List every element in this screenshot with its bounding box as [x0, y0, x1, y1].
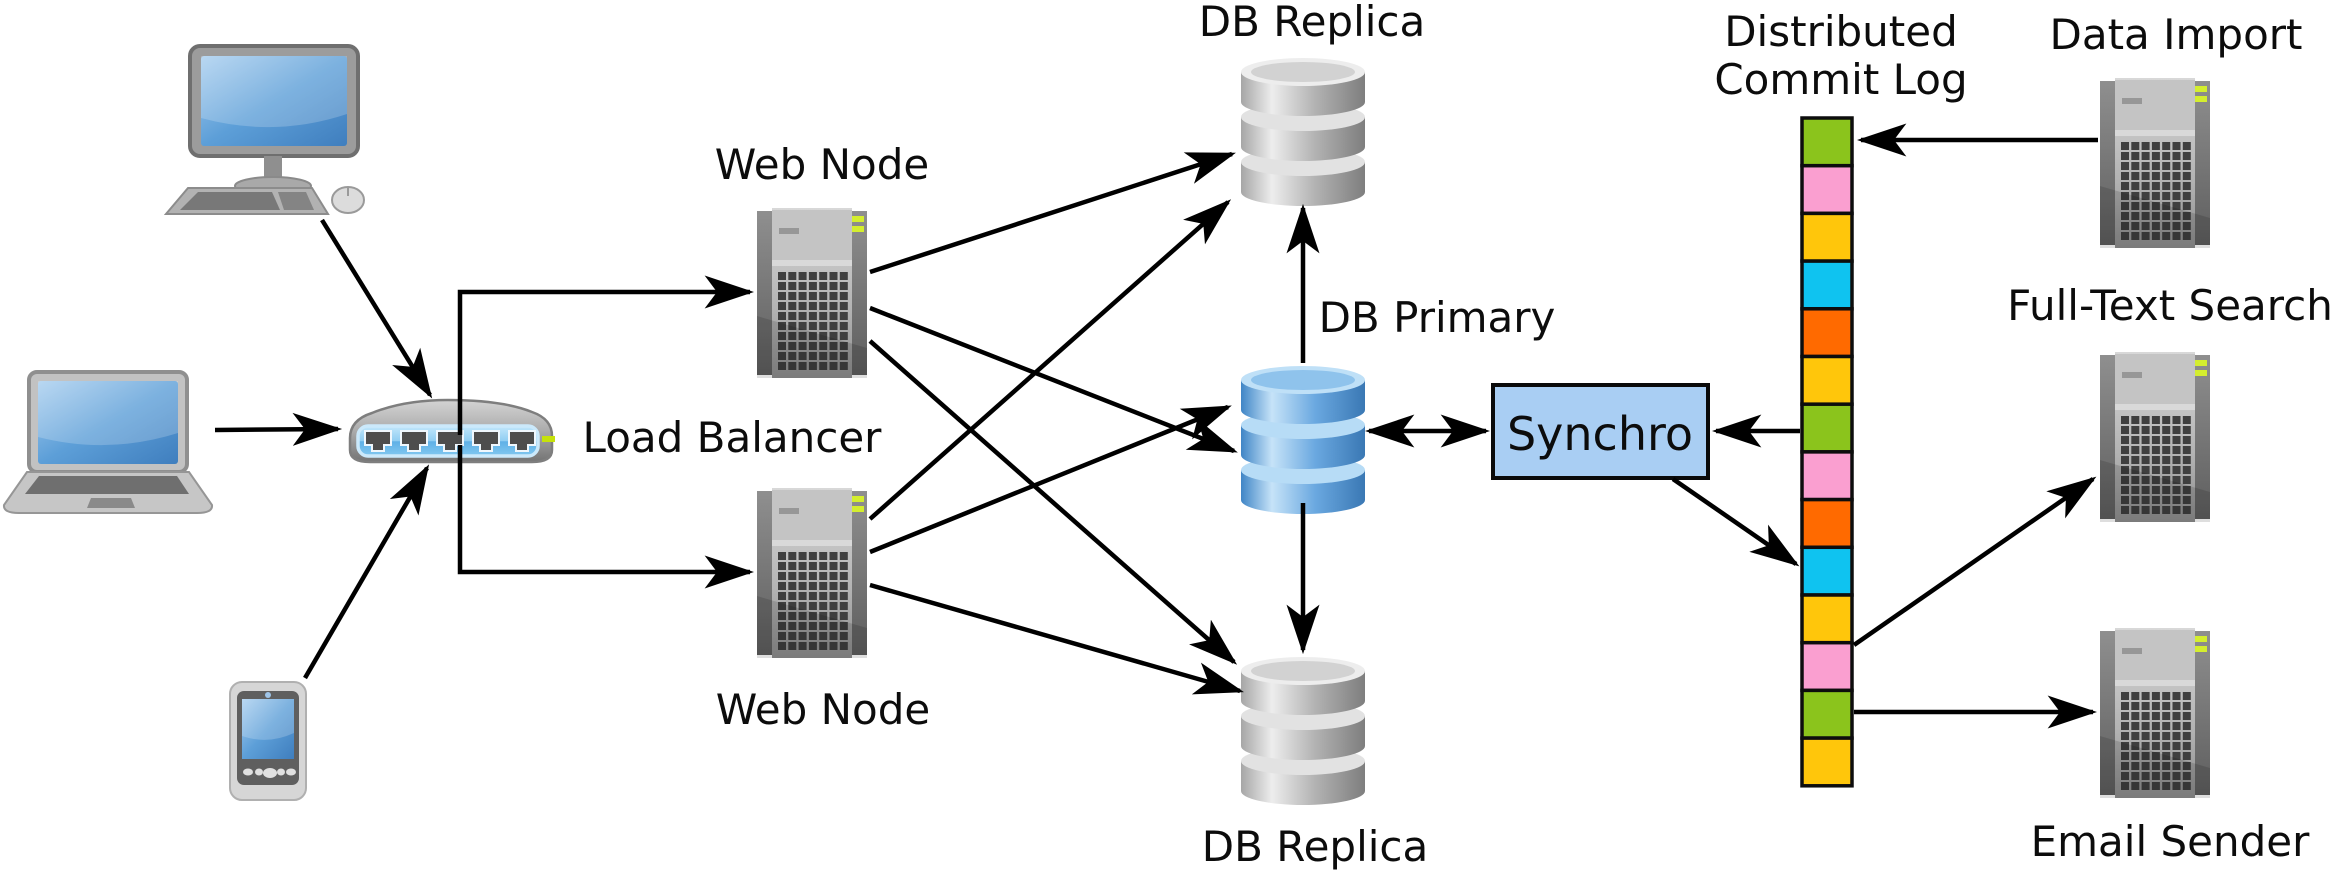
edge-webnode-top-to-replica-bottom — [868, 339, 1238, 665]
db-primary-icon — [1241, 366, 1365, 514]
edge-webnode-top-to-primary — [869, 305, 1238, 454]
commit-log-square — [1800, 163, 1854, 216]
db-replica-bottom-icon — [1241, 657, 1365, 805]
camera-icon — [265, 692, 271, 698]
email-sender-label: Email Sender — [2031, 817, 2310, 866]
commit-log-square — [1800, 354, 1854, 406]
connection-arrows — [214, 123, 2098, 729]
email-sender-server-icon — [2100, 628, 2210, 798]
web-node-top-icon — [757, 208, 867, 378]
full-text-search-server-icon — [2100, 352, 2210, 522]
commit-log-square — [1800, 545, 1854, 597]
edge-synchro-to-commitlog — [1671, 477, 1800, 567]
db-primary-label: DB Primary — [1319, 293, 1556, 342]
data-import-server-icon — [2100, 78, 2210, 248]
desktop-computer-icon — [163, 44, 365, 215]
commit-log-square — [1800, 307, 1854, 359]
commit-log-stack — [1800, 116, 1854, 788]
commit-log-square — [1800, 116, 1854, 168]
commit-log-square — [1800, 688, 1854, 740]
commit-log-square — [1800, 402, 1854, 454]
commit-log-square — [1800, 736, 1854, 788]
commit-log-square — [1800, 497, 1854, 550]
keyboard-icon — [163, 187, 330, 215]
mouse-icon — [331, 186, 365, 214]
edge-desktop-to-lb — [320, 218, 433, 399]
edge-laptop-to-lb — [214, 412, 343, 446]
edge-lb-to-webnode-bottom — [457, 445, 755, 589]
commit-log-label-line1: Distributed — [1724, 7, 1958, 56]
edge-webnode-bottom-to-primary — [869, 404, 1232, 555]
edge-webnode-top-to-replica-top — [869, 151, 1236, 275]
web-node-bottom-label: Web Node — [716, 685, 931, 734]
commit-log-square — [1800, 593, 1854, 645]
commit-log-square — [1800, 450, 1854, 502]
edge-lb-to-webnode-top — [457, 275, 755, 435]
db-replica-bottom-label: DB Replica — [1202, 822, 1428, 871]
edge-commitlog-to-fulltextsearch — [1852, 476, 2097, 647]
led-icon — [542, 436, 555, 442]
load-balancer-icon — [348, 398, 555, 464]
load-balancer-label: Load Balancer — [583, 413, 883, 462]
smartphone-icon — [229, 681, 307, 801]
commit-log-square — [1800, 640, 1854, 693]
commit-log-label-line2: Commit Log — [1714, 55, 1967, 104]
synchro-label: Synchro — [1507, 407, 1693, 461]
db-replica-top-icon — [1241, 58, 1365, 206]
db-replica-top-label: DB Replica — [1199, 0, 1425, 46]
ethernet-ports-icon — [364, 430, 536, 452]
full-text-search-label: Full-Text Search — [2007, 281, 2333, 330]
web-node-bottom-icon — [757, 488, 867, 658]
synchro-box — [1491, 383, 1710, 480]
web-node-top-label: Web Node — [715, 140, 930, 189]
edge-webnode-bottom-to-replica-top — [868, 199, 1232, 521]
laptop-icon — [2, 370, 214, 514]
commit-log-square — [1800, 259, 1854, 311]
edge-webnode-bottom-to-replica-bottom — [869, 582, 1244, 695]
data-import-label: Data Import — [2049, 10, 2302, 59]
edge-phone-to-lb — [303, 464, 430, 680]
commit-log-square — [1800, 211, 1854, 263]
